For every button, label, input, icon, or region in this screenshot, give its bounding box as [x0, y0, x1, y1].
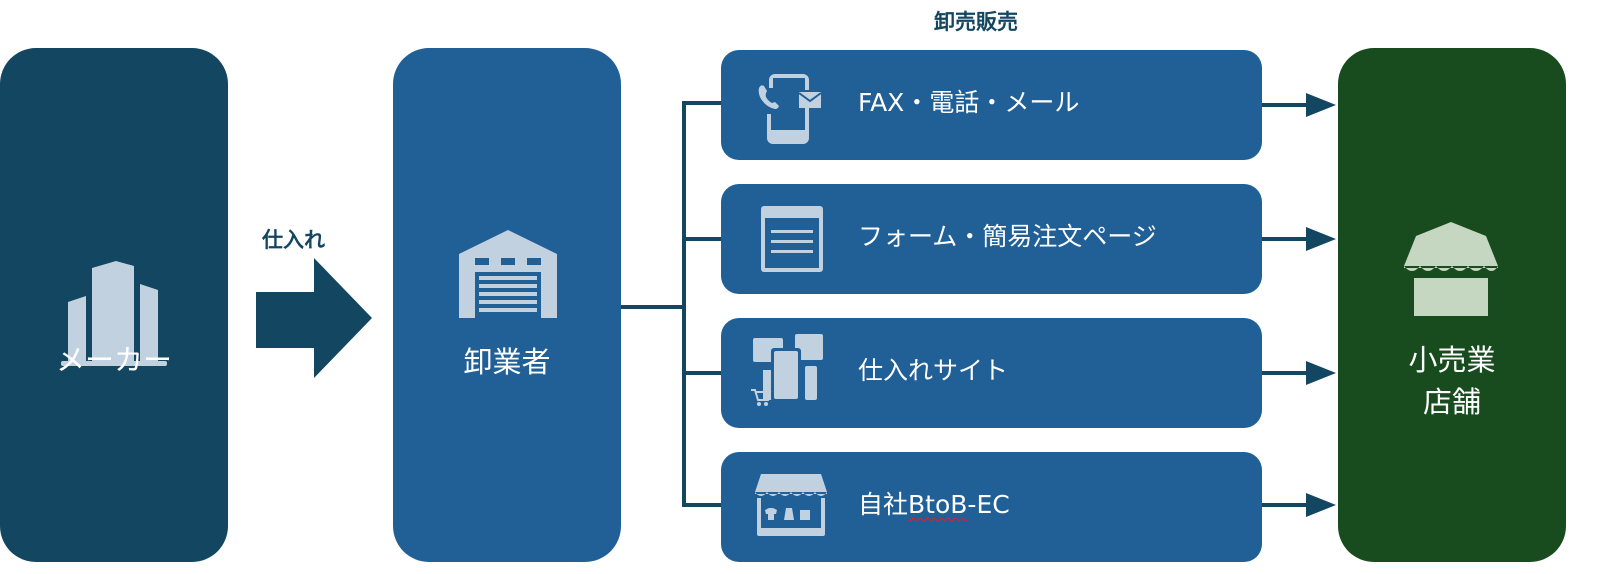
arrowhead [1306, 361, 1336, 385]
form-page-icon [761, 206, 823, 272]
label-btob: BtoB [908, 490, 968, 519]
wholesaler-box: 卸業者 [393, 48, 621, 562]
channel-form-page: フォーム・簡易注文ページ [721, 184, 1262, 294]
buildings-icon [61, 261, 167, 366]
label-prefix: 自社 [858, 490, 909, 519]
wholesaler-label: 卸業者 [463, 345, 551, 379]
phone-mail-icon [758, 74, 822, 144]
retail-label-line1: 小売業 [1408, 343, 1496, 377]
maker-label: メーカー [55, 343, 172, 377]
purchase-arrow [256, 258, 372, 378]
purchase-label: 仕入れ [262, 228, 325, 252]
arrowhead [1306, 493, 1336, 517]
channel-label: 自社BtoB-EC [858, 488, 1010, 522]
wholesale-sales-heading: 卸売販売 [934, 10, 1018, 34]
channel-label: 仕入れサイト [858, 356, 1009, 385]
retail-label-line2: 店舗 [1422, 385, 1481, 419]
label-suffix: -EC [967, 490, 1010, 519]
channel-label: フォーム・簡易注文ページ [858, 222, 1157, 251]
arrowhead [1306, 93, 1336, 117]
channel-label: FAX・電話・メール [858, 88, 1080, 117]
shop-icon [1404, 222, 1498, 316]
maker-box: メーカー [0, 48, 228, 562]
channel-btob-ec: 自社BtoB-EC [721, 452, 1262, 562]
purchase-site-icon [751, 334, 823, 406]
channel-purchase-site: 仕入れサイト [721, 318, 1262, 428]
arrowhead [1306, 227, 1336, 251]
retail-store-box: 小売業 店舗 [1338, 48, 1566, 562]
channel-fax-phone-mail: FAX・電話・メール [721, 50, 1262, 160]
storefront-icon [755, 474, 827, 536]
warehouse-icon [459, 230, 557, 318]
